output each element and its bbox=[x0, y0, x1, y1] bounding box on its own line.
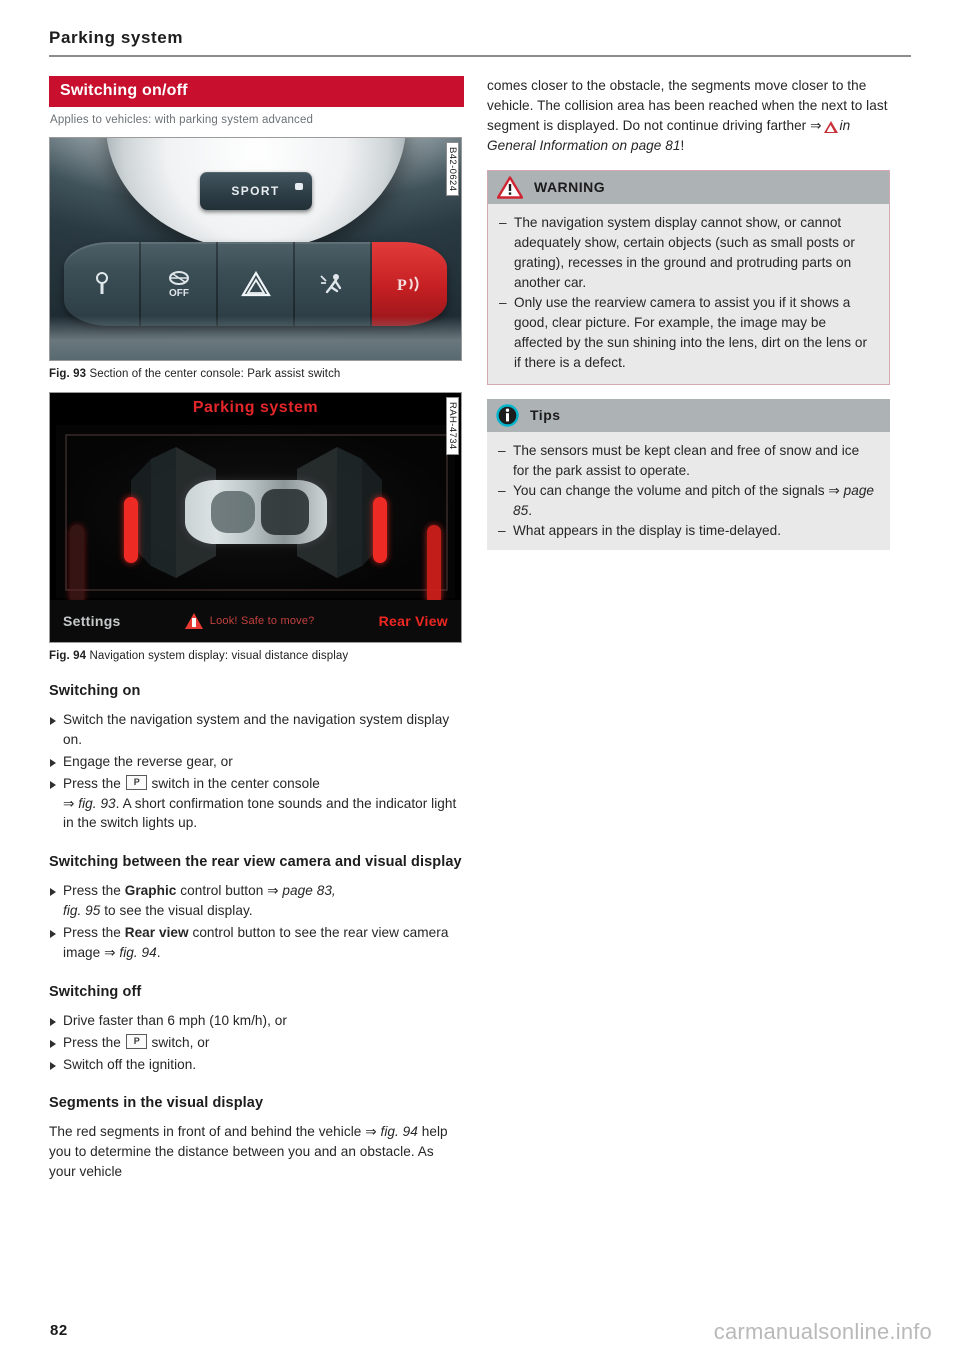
info-circle-icon bbox=[496, 403, 519, 427]
mmi-center-message: Look! Safe to move? bbox=[121, 613, 379, 629]
sport-button-label: SPORT bbox=[231, 184, 280, 198]
list-item: Drive faster than 6 mph (10 km/h), or bbox=[49, 1011, 464, 1031]
figure-94-image: Parking system bbox=[49, 392, 462, 643]
section-banner: Switching on/off bbox=[49, 76, 464, 107]
list-item: What appears in the display is time-dela… bbox=[498, 521, 878, 541]
figure-94-caption-text: Navigation system display: visual distan… bbox=[89, 650, 349, 662]
graphic-button-name: Graphic bbox=[124, 883, 177, 899]
applies-to-note: Applies to vehicles: with parking system… bbox=[50, 114, 314, 126]
esc-off-button: OFF bbox=[141, 242, 218, 326]
page-number: 82 bbox=[50, 1322, 68, 1339]
list-item: Press the Rear view control button to se… bbox=[49, 923, 464, 963]
figure-94-caption: Fig. 94 Navigation system display: visua… bbox=[49, 650, 464, 662]
running-head: Parking system bbox=[49, 28, 911, 57]
hazard-triangle-icon bbox=[240, 270, 271, 297]
park-assist-button: P bbox=[372, 242, 447, 326]
hazard-lights-button bbox=[218, 242, 295, 326]
heading-segments: Segments in the visual display bbox=[49, 1095, 264, 1112]
svg-text:P: P bbox=[397, 277, 407, 294]
warning-callout-title: WARNING bbox=[534, 179, 606, 196]
list-item: The sensors must be kept clean and free … bbox=[498, 441, 878, 481]
figure-93-side-code: B42-0624 bbox=[445, 142, 459, 197]
warning-callout-header: WARNING bbox=[488, 170, 889, 204]
step-text: Engage the reverse gear, or bbox=[63, 753, 233, 769]
step-text: Drive faster than 6 mph (10 km/h), or bbox=[63, 1012, 287, 1028]
warning-callout-body: The navigation system display cannot sho… bbox=[488, 203, 889, 384]
list-item: You can change the volume and pitch of t… bbox=[498, 481, 878, 521]
park-assist-key-icon: P bbox=[125, 774, 147, 790]
left-column: Switching on/off Applies to vehicles: wi… bbox=[49, 76, 464, 1192]
sensor-segments-graphic bbox=[65, 434, 448, 591]
pedestrian-warning-button bbox=[295, 242, 372, 326]
mmi-screen-artwork: Parking system bbox=[50, 393, 461, 642]
key-icon bbox=[95, 272, 108, 294]
tips-callout-header: Tips bbox=[487, 398, 890, 432]
figure-93: SPORT bbox=[49, 137, 464, 380]
inline-warning-triangle-icon bbox=[823, 120, 838, 133]
rear-red-segment bbox=[373, 497, 387, 563]
esc-off-icon: OFF bbox=[168, 271, 189, 299]
park-assist-icon: P bbox=[397, 276, 419, 294]
list-item: The navigation system display cannot sho… bbox=[499, 213, 877, 293]
list-item: Switch the navigation system and the nav… bbox=[49, 710, 464, 750]
figure-94-side-code: RAH-4734 bbox=[445, 397, 459, 455]
steps-switching-on: Switch the navigation system and the nav… bbox=[49, 710, 464, 833]
front-red-segment bbox=[124, 497, 138, 563]
sport-button-led bbox=[294, 183, 303, 190]
heading-switching-between: Switching between the rear view camera a… bbox=[49, 854, 462, 871]
mmi-warning-triangle-icon bbox=[184, 613, 203, 629]
console-button-row: OFF bbox=[64, 242, 447, 326]
step-text: Switch off the ignition. bbox=[63, 1056, 197, 1072]
warning-callout: WARNING The navigation system display ca… bbox=[487, 169, 890, 385]
tips-callout-title: Tips bbox=[530, 407, 561, 424]
list-item: Switch off the ignition. bbox=[49, 1055, 464, 1075]
tips-items: The sensors must be kept clean and free … bbox=[498, 441, 878, 541]
right-column: comes closer to the obstacle, the segmen… bbox=[487, 76, 890, 551]
rear-outer-red-segment bbox=[427, 525, 441, 605]
figure-94: Parking system bbox=[49, 392, 464, 662]
step-text: Switch the navigation system and the nav… bbox=[63, 712, 450, 747]
list-item: Press the P switch in the center console… bbox=[49, 774, 464, 834]
trunk-release-button bbox=[64, 242, 141, 326]
mmi-distance-stage bbox=[56, 425, 455, 605]
figure-93-caption: Fig. 93 Section of the center console: P… bbox=[49, 368, 464, 380]
center-console-artwork: SPORT bbox=[50, 138, 461, 360]
list-item: Only use the rearview camera to assist y… bbox=[499, 293, 877, 373]
site-watermark: carmanualsonline.info bbox=[713, 1319, 932, 1344]
list-item: Press the Graphic control button ⇒ page … bbox=[49, 881, 464, 921]
page-title: Parking system bbox=[49, 28, 184, 47]
park-assist-key-icon: P bbox=[125, 1033, 147, 1049]
figure-93-image: SPORT bbox=[49, 137, 462, 361]
steps-switching-between: Press the Graphic control button ⇒ page … bbox=[49, 881, 464, 962]
mmi-settings-key[interactable]: Settings bbox=[63, 613, 121, 629]
mmi-rear-view-key[interactable]: Rear View bbox=[378, 613, 448, 629]
front-outer-dim-segment bbox=[70, 525, 84, 605]
heading-switching-on: Switching on bbox=[49, 683, 141, 699]
segments-paragraph: The red segments in front of and behind … bbox=[49, 1124, 448, 1180]
svg-text:OFF: OFF bbox=[169, 288, 189, 299]
mmi-soft-key-bar: Settings Look! Safe to move? Rear View bbox=[50, 600, 461, 642]
figure-93-caption-text: Section of the center console: Park assi… bbox=[89, 368, 341, 380]
vehicle-top-view bbox=[184, 479, 327, 544]
heading-switching-off: Switching off bbox=[49, 983, 142, 1000]
sport-button: SPORT bbox=[199, 172, 312, 210]
header-rule bbox=[49, 55, 911, 57]
warning-triangle-icon bbox=[497, 176, 523, 199]
steps-switching-off: Drive faster than 6 mph (10 km/h), or Pr… bbox=[49, 1011, 464, 1075]
figure-94-caption-label: Fig. 94 bbox=[49, 650, 87, 662]
tips-callout: Tips The sensors must be kept clean and … bbox=[487, 398, 890, 551]
mmi-screen-title: Parking system bbox=[192, 399, 319, 416]
warning-items: The navigation system display cannot sho… bbox=[499, 213, 877, 373]
pedestrian-icon bbox=[319, 274, 341, 294]
tips-callout-body: The sensors must be kept clean and free … bbox=[487, 431, 890, 551]
console-gloss-highlight bbox=[50, 316, 461, 360]
rear-view-button-name: Rear view bbox=[124, 925, 189, 940]
mmi-center-message-text: Look! Safe to move? bbox=[209, 615, 315, 627]
list-item: Press the P switch, or bbox=[49, 1033, 464, 1053]
list-item: Engage the reverse gear, or bbox=[49, 752, 464, 772]
continuation-paragraph: comes closer to the obstacle, the segmen… bbox=[487, 78, 888, 153]
figure-93-caption-label: Fig. 93 bbox=[49, 368, 87, 380]
